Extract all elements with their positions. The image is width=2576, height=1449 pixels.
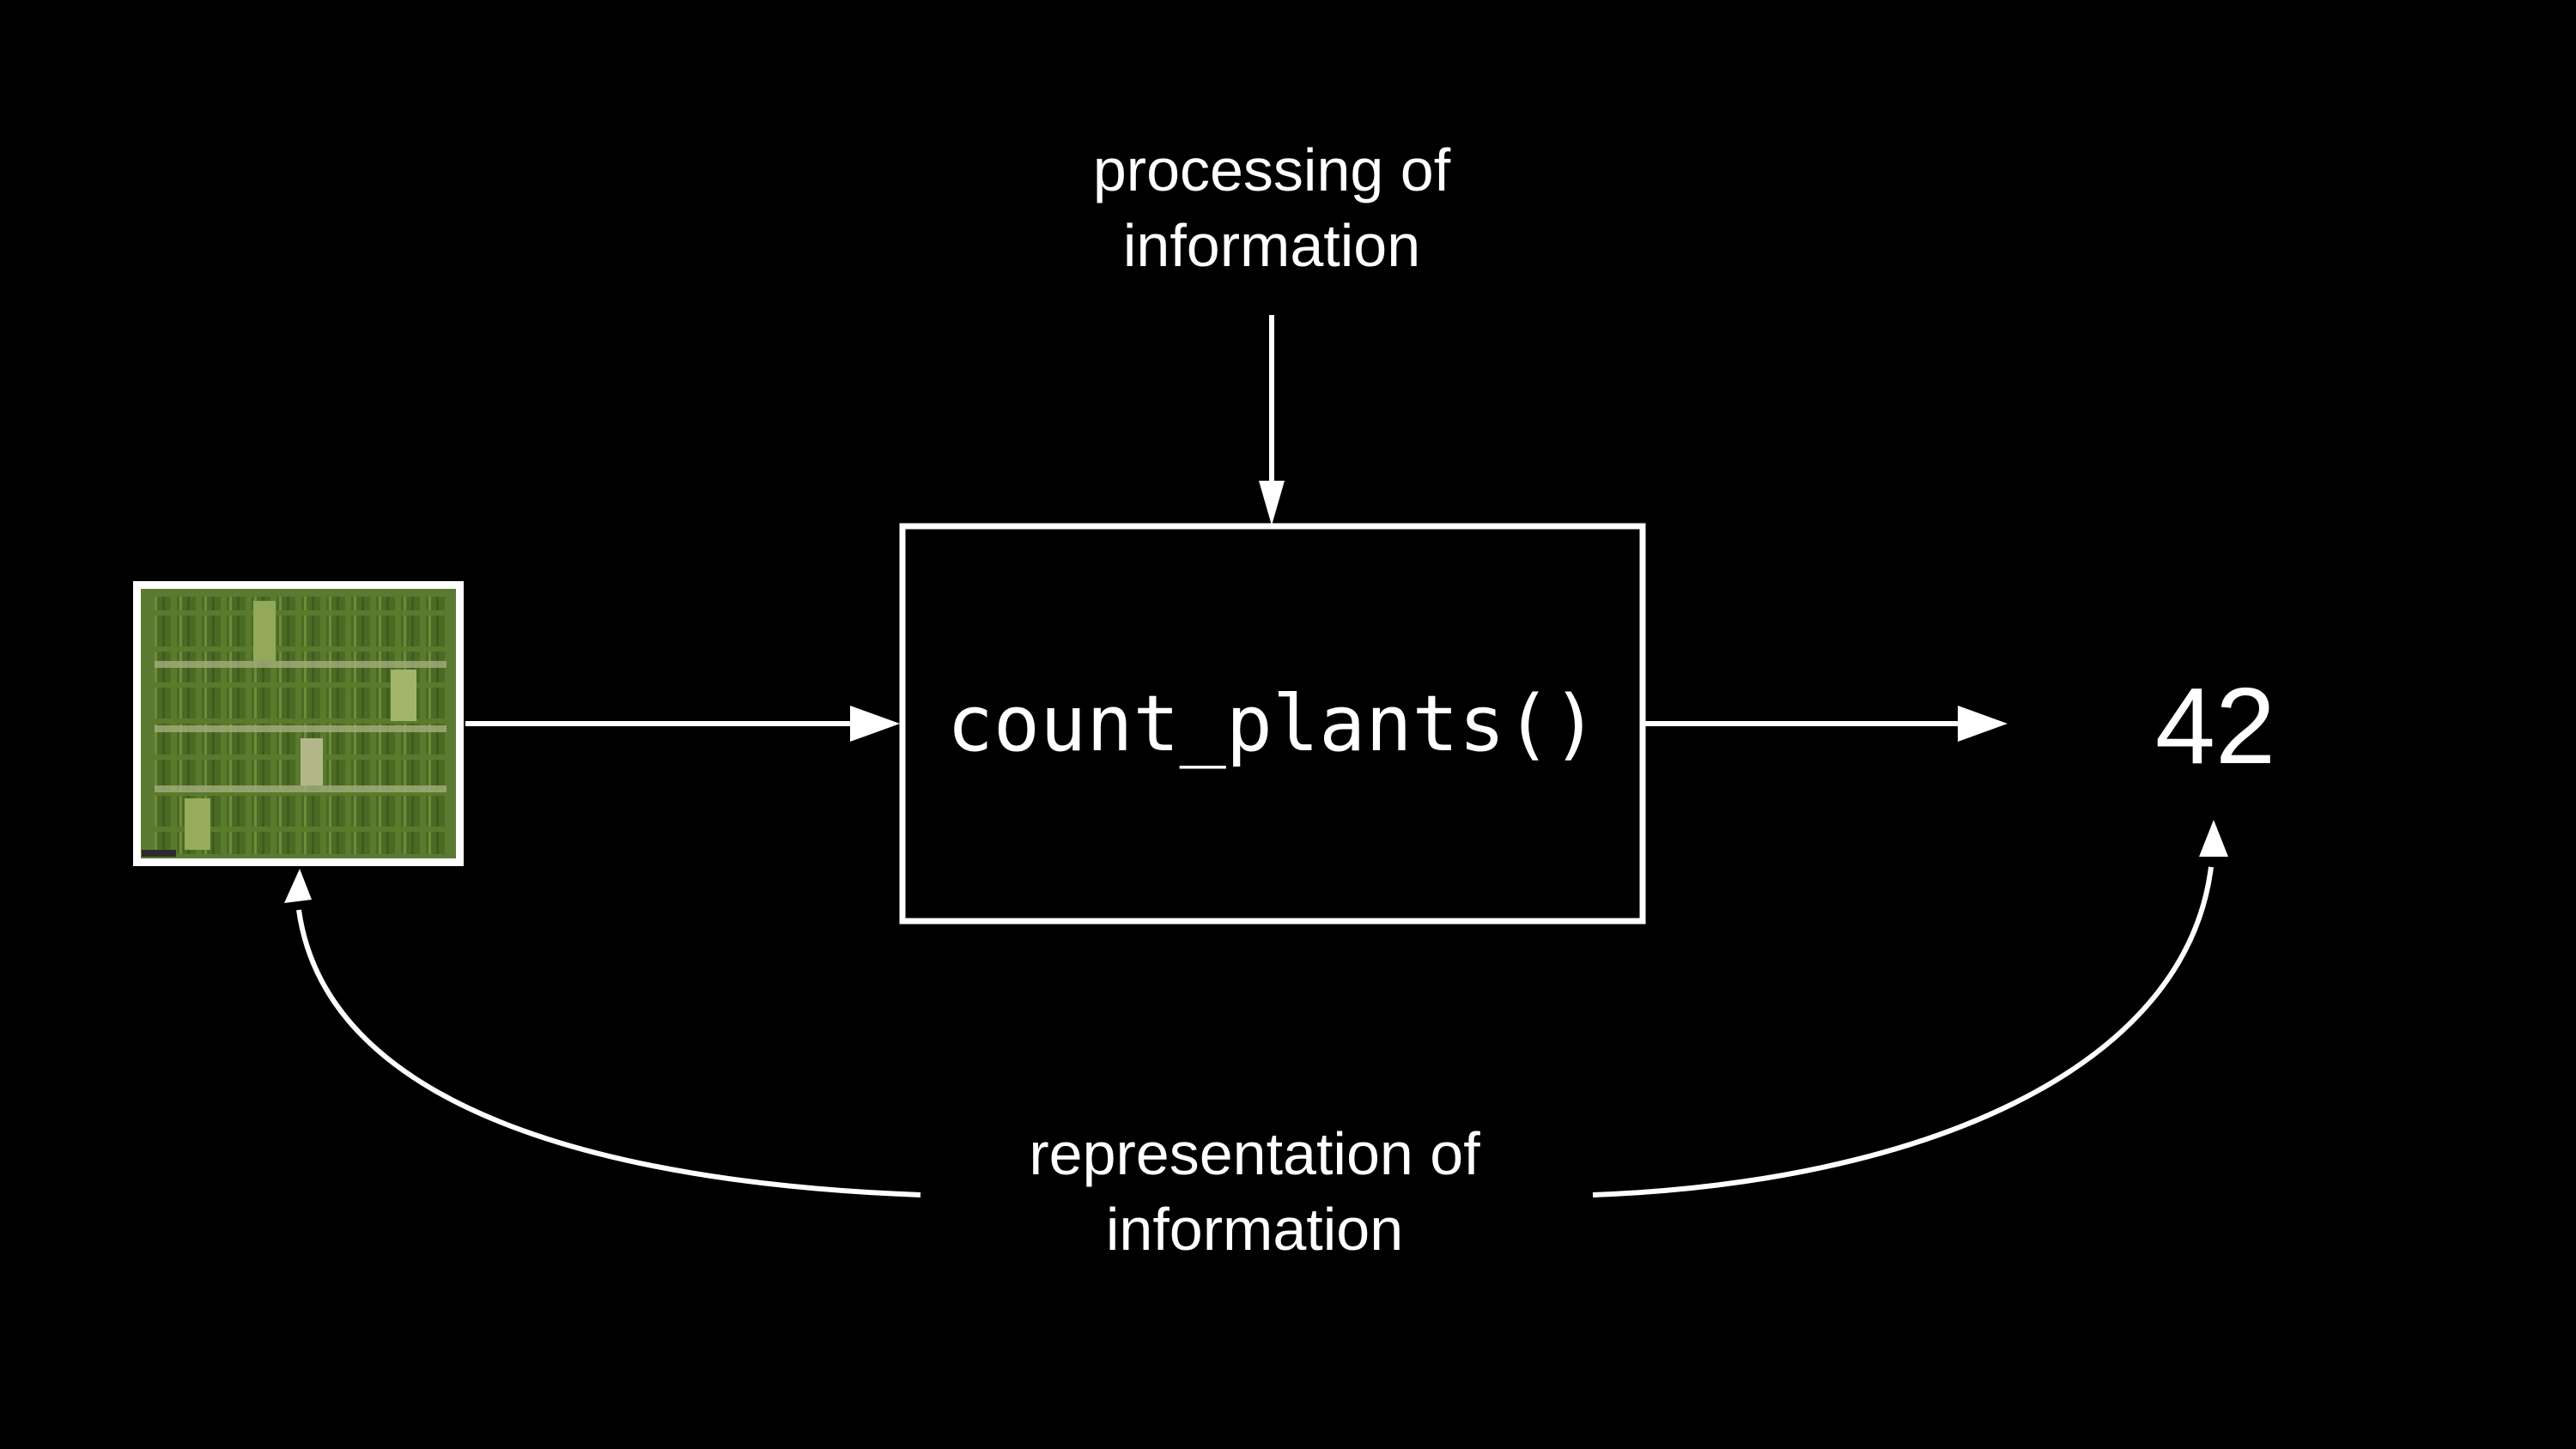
- arrow-representation-to-image: [284, 869, 921, 1197]
- arrow-input-to-function: [465, 706, 900, 742]
- arrow-representation-left-head: [284, 869, 312, 903]
- arrow-representation-to-output: [1592, 820, 2228, 1197]
- input-image-light-plot-3: [301, 738, 323, 785]
- input-image: [133, 581, 464, 866]
- arrow-processing-head: [1259, 481, 1285, 525]
- input-image-path-2: [155, 725, 447, 732]
- input-image-light-plot-2: [391, 670, 416, 721]
- arrow-representation-right-curve: [1592, 866, 2214, 1197]
- processing-label-line-2: information: [1122, 212, 1421, 279]
- output-value: 42: [2154, 664, 2276, 786]
- representation-label-line-2: information: [1105, 1196, 1404, 1263]
- arrow-processing-to-function: [1259, 315, 1285, 525]
- arrow-input-head: [850, 706, 900, 742]
- input-image-path-1: [155, 661, 447, 668]
- function-box: [899, 523, 1646, 925]
- arrow-representation-right-head: [2199, 820, 2228, 857]
- arrow-output-head: [1958, 706, 2008, 742]
- processing-label: processing of information: [1014, 132, 1529, 283]
- function-name: count_plants(): [946, 678, 1599, 769]
- input-image-light-plot-1: [253, 601, 276, 661]
- representation-label-line-1: representation of: [1029, 1120, 1480, 1187]
- input-image-path-3: [155, 785, 447, 792]
- arrow-representation-left-curve: [296, 909, 921, 1197]
- processing-label-line-1: processing of: [1092, 136, 1451, 203]
- arrow-function-to-output: [1644, 706, 2008, 742]
- representation-label: representation of information: [997, 1116, 1512, 1267]
- input-image-corner-mark: [142, 850, 176, 857]
- input-image-light-plot-4: [185, 798, 210, 850]
